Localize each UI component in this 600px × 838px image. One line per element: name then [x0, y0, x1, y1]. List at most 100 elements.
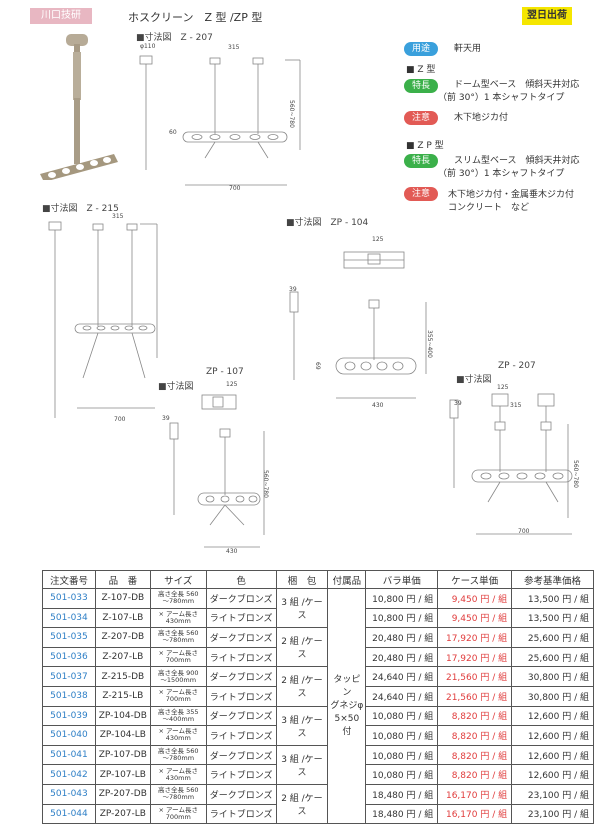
z207-phi: φ110	[140, 43, 156, 50]
case-price-cell: 21,560 円 / 組	[437, 685, 513, 707]
z207-drawing	[139, 55, 301, 186]
case-price-cell: 16,170 円 / 組	[437, 783, 513, 805]
col-color: 色	[205, 570, 277, 589]
pack-cell: 2 組 /ケース	[275, 627, 329, 668]
shipping-badge: 翌日出荷	[522, 7, 572, 25]
case-price-cell: 8,820 円 / 組	[437, 744, 513, 766]
ref-price-cell: 12,600 円 / 組	[511, 725, 594, 746]
color-cell: ライトブロンズ	[205, 803, 277, 825]
zp-feature-1: スリム型ベース 傾斜天井対応	[454, 156, 580, 166]
zp107-side-dim: 560~780	[262, 470, 269, 498]
model-cell: ZP-107-LB	[94, 764, 151, 785]
ref-price-cell: 12,600 円 / 組	[511, 705, 594, 727]
zp107-drawing	[169, 394, 265, 548]
case-price-cell: 21,560 円 / 組	[437, 666, 513, 687]
size-cell: × アーム長さ 430mm	[149, 764, 207, 785]
zp104-side-dim: 355~400	[426, 330, 433, 358]
ref-price-cell: 30,800 円 / 組	[511, 685, 594, 707]
color-cell: ライトブロンズ	[205, 685, 277, 707]
unit-price-cell: 18,480 円 / 組	[365, 803, 439, 825]
zp107-model: ZP - 107	[206, 367, 244, 377]
zp104-drawing	[289, 251, 427, 399]
zp-caution-1: 木下地ジカ付・金属垂木ジカ付	[448, 190, 575, 200]
z-feature-1: ドーム型ベース 傾斜天井対応	[454, 80, 580, 90]
zp104-top-dim: 125	[372, 236, 384, 243]
model-cell: Z-215-DB	[94, 666, 151, 687]
product-photo	[40, 34, 118, 180]
unit-price-cell: 24,640 円 / 組	[365, 666, 439, 687]
col-size: サイズ	[149, 570, 207, 589]
zp207-model: ZP - 207	[498, 361, 536, 371]
zp207-top-dim: 125	[497, 384, 509, 391]
size-cell: 高さ全長 355 ～400mm	[149, 705, 207, 727]
unit-price-cell: 24,640 円 / 組	[365, 685, 439, 707]
col-pack: 梱 包	[275, 570, 329, 589]
zp107-heading: ■寸法図	[158, 382, 194, 392]
unit-price-cell: 10,800 円 / 組	[365, 607, 439, 629]
zp107-top-dim: 125	[226, 381, 238, 388]
case-price-cell: 8,820 円 / 組	[437, 725, 513, 746]
ref-price-cell: 25,600 円 / 組	[511, 627, 594, 648]
color-cell: ライトブロンズ	[205, 646, 277, 668]
z215-heading: ■寸法図 Z - 215	[42, 204, 119, 214]
case-price-cell: 8,820 円 / 組	[437, 764, 513, 785]
page-title: ホスクリーン Z 型 /ZP 型	[128, 11, 263, 24]
brand-label: 川口技研	[30, 8, 92, 24]
model-cell: Z-107-LB	[94, 607, 151, 629]
model-cell: ZP-104-DB	[94, 705, 151, 727]
zp207-mid-dim: 315	[510, 402, 522, 409]
order-number-cell: 501-036	[42, 646, 96, 668]
size-cell: × アーム長さ 700mm	[149, 685, 207, 707]
size-cell: × アーム長さ 430mm	[149, 607, 207, 629]
z-caution: 木下地ジカ付	[454, 113, 509, 123]
model-cell: ZP-104-LB	[94, 725, 151, 746]
color-cell: ダークブロンズ	[205, 588, 277, 609]
size-cell: 高さ全長 560 ～780mm	[149, 744, 207, 766]
unit-price-cell: 18,480 円 / 組	[365, 783, 439, 805]
size-cell: 高さ全長 560 ～780mm	[149, 627, 207, 648]
z215-bottom-dim: 700	[114, 416, 126, 423]
accessory-cell: タッピン グネジφ 5×50 付	[327, 587, 367, 825]
col-order-no: 注文番号	[42, 570, 96, 589]
size-cell: × アーム長さ 700mm	[149, 646, 207, 668]
ref-price-cell: 12,600 円 / 組	[511, 744, 594, 766]
pack-cell: 3 組 /ケース	[275, 744, 329, 785]
order-number-cell: 501-038	[42, 685, 96, 707]
order-number-cell: 501-039	[42, 705, 96, 727]
z-caution-pill: 注意	[404, 111, 438, 125]
order-number-cell: 501-041	[42, 744, 96, 766]
order-number-cell: 501-044	[42, 803, 96, 825]
size-cell: × アーム長さ 430mm	[149, 725, 207, 746]
z-heading: ■ Z 型	[406, 65, 436, 75]
color-cell: ライトブロンズ	[205, 764, 277, 785]
zp104-left-dim: 39	[289, 286, 297, 293]
order-number-cell: 501-042	[42, 764, 96, 785]
size-cell: 高さ全長 560 ～780mm	[149, 588, 207, 609]
case-price-cell: 9,450 円 / 組	[437, 588, 513, 609]
color-cell: ダークブロンズ	[205, 705, 277, 727]
zp107-bottom-dim: 430	[226, 548, 238, 555]
color-cell: ダークブロンズ	[205, 744, 277, 766]
case-price-cell: 9,450 円 / 組	[437, 607, 513, 629]
z207-top-dim: 315	[228, 44, 240, 51]
ref-price-cell: 23,100 円 / 組	[511, 803, 594, 825]
z215-top-dim: 315	[112, 213, 124, 220]
pack-cell: 3 組 /ケース	[275, 587, 329, 629]
zp207-bottom-dim: 700	[518, 528, 530, 535]
ref-price-cell: 13,500 円 / 組	[511, 607, 594, 629]
model-cell: Z-207-LB	[94, 646, 151, 668]
col-model: 品 番	[94, 570, 151, 589]
col-unit-price: バラ単価	[365, 570, 439, 589]
ref-price-cell: 23,100 円 / 組	[511, 783, 594, 805]
ref-price-cell: 12,600 円 / 組	[511, 764, 594, 785]
unit-price-cell: 10,080 円 / 組	[365, 725, 439, 746]
zp207-heading: ■寸法図	[456, 375, 492, 385]
model-cell: Z-107-DB	[94, 588, 151, 609]
z207-heading: ■寸法図 Z - 207	[136, 33, 213, 43]
pack-cell: 3 組 /ケース	[275, 705, 329, 746]
